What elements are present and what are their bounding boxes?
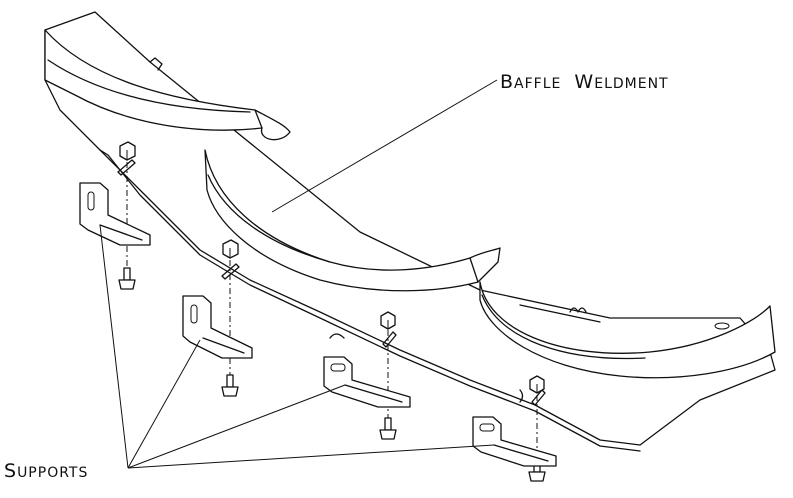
support-bracket [323,356,411,408]
baffle-right-tab [569,307,587,313]
baffle-left-tab [254,109,291,141]
plate-notch-1 [149,57,163,71]
baffle-middle [204,149,479,292]
baffle-right-slot [714,322,730,330]
label-baffle-weldment: BAFFLE WELDMENT [500,71,669,93]
nut [222,239,239,259]
plate-edge [99,149,641,452]
baffle-middle-inner [207,174,331,263]
baffle-weldment [44,11,776,452]
plate-slot-3 [382,331,397,348]
baffle-middle-lip [469,247,501,283]
nut [119,141,136,161]
leaders-supports [99,224,495,469]
baffle-right-inner [481,294,646,360]
plate-slot-2 [221,263,240,280]
nut [529,375,545,394]
plate-notch-2 [329,333,345,339]
plate-slot-4 [531,389,546,406]
leader-baffle-weldment [271,79,498,213]
bolt [379,417,397,440]
support-bracket [182,295,253,359]
support-bracket [79,182,151,246]
baffle-right [479,281,776,379]
nut [380,311,396,330]
baffle-left-edge [47,59,251,113]
plate-notch-3 [519,389,524,403]
baffle-right-rib [519,304,601,323]
label-supports: SUPPORTS [4,460,88,482]
supports [79,182,557,467]
bolt [118,267,136,290]
fasteners [118,141,546,482]
bolt [221,374,239,397]
support-bracket [472,416,557,467]
baffle-left [44,29,263,131]
